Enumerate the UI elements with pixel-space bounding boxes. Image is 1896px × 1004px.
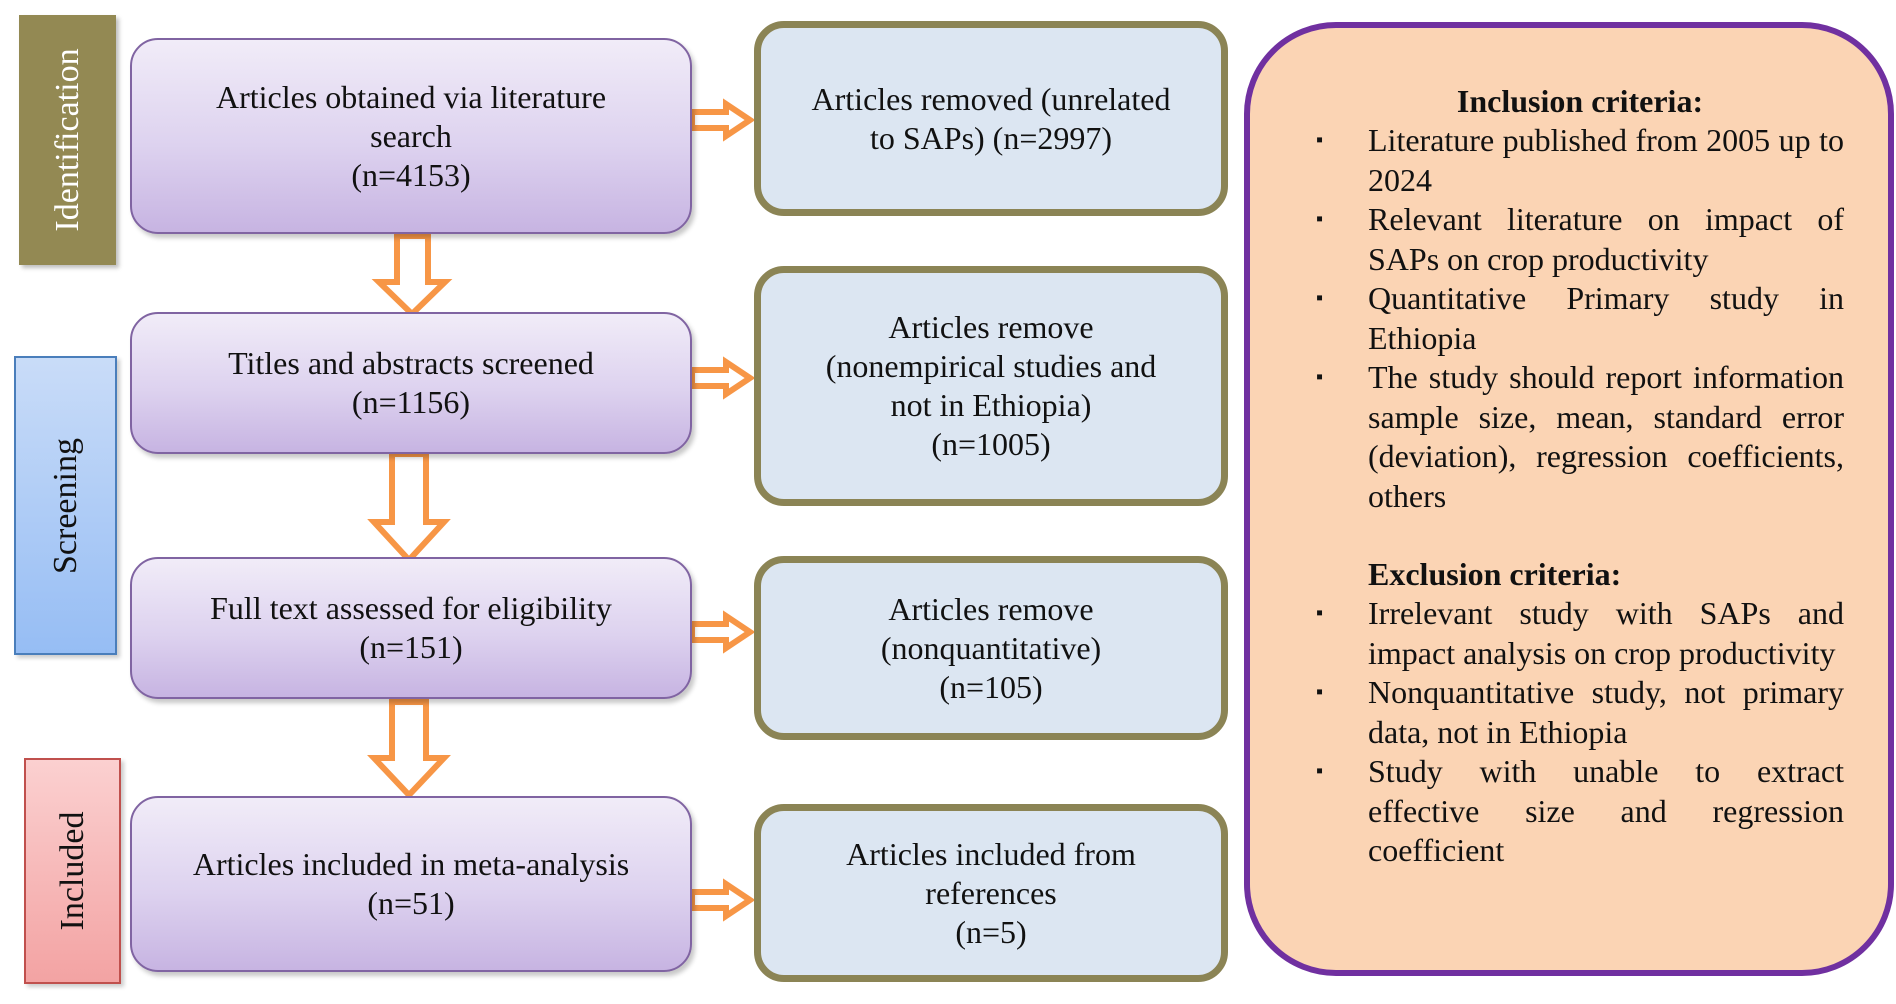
flow-box-text: search xyxy=(370,117,452,154)
inclusion-item: ▪ Relevant literature on impact of SAPs … xyxy=(1316,200,1844,279)
down-arrow-2 xyxy=(367,451,451,565)
right-arrow-4 xyxy=(689,878,756,922)
exclusion-item-text: Nonquantitative study, not primary data,… xyxy=(1368,674,1844,750)
side-box-text: Articles remove xyxy=(888,309,1094,345)
inclusion-item-text: The study should report information samp… xyxy=(1368,359,1844,514)
flow-box-text: (n=1156) xyxy=(351,384,471,420)
inclusion-item: ▪ Literature published from 2005 up to 2… xyxy=(1316,121,1844,200)
side-box-text: (nonempirical studies and xyxy=(825,348,1157,384)
side-box-text: Articles remove xyxy=(888,590,1094,627)
side-box-removed-nonempirical: Articles remove (nonempirical studies an… xyxy=(754,266,1228,506)
inclusion-item-text: Literature published from 2005 up to 202… xyxy=(1368,122,1844,198)
side-box-text: (nonquantitative) xyxy=(880,629,1102,666)
exclusion-item-text: Irrelevant study with SAPs and impact an… xyxy=(1368,595,1844,671)
bullet-icon: ▪ xyxy=(1316,287,1324,309)
bullet-icon: ▪ xyxy=(1316,602,1324,624)
flow-box-text: Titles and abstracts screened xyxy=(228,345,594,381)
bullet-icon: ▪ xyxy=(1316,366,1324,388)
criteria-content: Inclusion criteria: ▪ Literature publish… xyxy=(1316,82,1844,871)
down-arrow-3 xyxy=(367,699,451,800)
flow-box-meta-analysis: Articles included in meta-analysis (n=51… xyxy=(130,796,692,972)
exclusion-item: ▪ Nonquantitative study, not primary dat… xyxy=(1316,673,1844,752)
right-arrow-2 xyxy=(689,356,756,400)
side-box-text: (n=105) xyxy=(939,668,1043,705)
flow-box-text: (n=4153) xyxy=(351,156,471,193)
stage-screening: Screening xyxy=(14,356,117,655)
side-box-text: (n=1005) xyxy=(931,426,1051,462)
exclusion-item: ▪ Study with unable to extract effective… xyxy=(1316,752,1844,871)
side-box-text: references xyxy=(925,874,1057,911)
flow-box-text: Articles obtained via literature xyxy=(215,78,607,115)
bullet-icon: ▪ xyxy=(1316,208,1324,230)
flow-box-full-text: Full text assessed for eligibility (n=15… xyxy=(130,557,692,699)
exclusion-item: ▪ Irrelevant study with SAPs and impact … xyxy=(1316,594,1844,673)
stage-included: Included xyxy=(24,758,121,984)
side-box-text: to SAPs) (n=2997) xyxy=(869,119,1113,156)
side-box-text: (n=5) xyxy=(955,913,1027,950)
flow-box-text: (n=51) xyxy=(367,885,455,921)
inclusion-item: ▪ The study should report information sa… xyxy=(1316,358,1844,516)
inclusion-item-text: Relevant literature on impact of SAPs on… xyxy=(1368,201,1844,277)
side-box-text: Articles included from xyxy=(846,835,1136,872)
right-arrow-3 xyxy=(689,610,756,654)
flow-box-text: Articles included in meta-analysis xyxy=(192,846,630,882)
flow-box-text: Full text assessed for eligibility xyxy=(210,590,612,626)
side-box-removed-unrelated: Articles removed (unrelated to SAPs) (n=… xyxy=(754,21,1228,216)
side-box-included-references: Articles included from references (n=5) xyxy=(754,804,1228,982)
inclusion-item: ▪ Quantitative Primary study in Ethiopia xyxy=(1316,279,1844,358)
bullet-icon: ▪ xyxy=(1316,681,1324,703)
exclusion-item-text: Study with unable to extract effective s… xyxy=(1368,753,1844,868)
exclusion-criteria-title: Exclusion criteria: xyxy=(1368,556,1622,592)
stage-identification: Identification xyxy=(19,15,116,265)
inclusion-item-text: Quantitative Primary study in Ethiopia xyxy=(1368,280,1844,356)
flow-box-text: (n=151) xyxy=(359,629,463,665)
flow-box-literature-search: Articles obtained via literature search … xyxy=(130,38,692,234)
bullet-icon: ▪ xyxy=(1316,129,1324,151)
bullet-icon: ▪ xyxy=(1316,760,1324,782)
criteria-panel: Inclusion criteria: ▪ Literature publish… xyxy=(1244,22,1894,976)
flow-box-titles-abstracts: Titles and abstracts screened (n=1156) xyxy=(130,312,692,454)
right-arrow-1 xyxy=(689,98,756,142)
side-box-removed-nonquantitative: Articles remove (nonquantitative) (n=105… xyxy=(754,556,1228,740)
side-box-text: not in Ethiopia) xyxy=(890,387,1092,423)
side-box-text: Articles removed (unrelated xyxy=(811,80,1171,117)
inclusion-criteria-title: Inclusion criteria: xyxy=(1456,83,1704,119)
down-arrow-1 xyxy=(371,233,453,319)
